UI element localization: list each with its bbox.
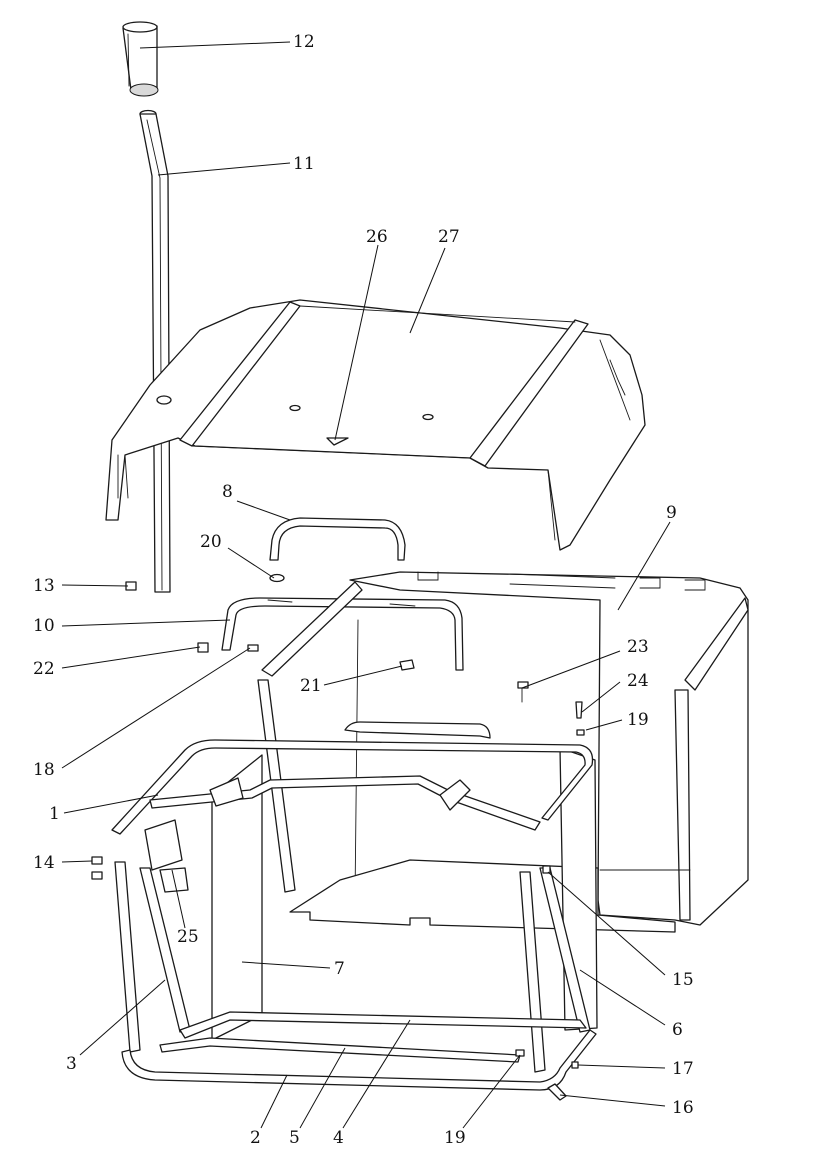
rear-strut-assembly — [257, 581, 363, 893]
callout-21: 21 — [300, 676, 322, 696]
leader-lines — [61, 41, 671, 1129]
callout-19-lower: 19 — [444, 1128, 466, 1148]
callout-18: 18 — [33, 760, 55, 780]
callout-26: 26 — [366, 227, 388, 247]
part-11-handle-tube — [139, 109, 171, 593]
callout-4: 4 — [333, 1128, 344, 1148]
callout-12: 12 — [293, 32, 315, 52]
callout-3: 3 — [66, 1054, 77, 1074]
part-8-lift-handle — [269, 517, 406, 561]
callout-5: 5 — [289, 1128, 300, 1148]
part-2-lower-frame — [121, 1011, 597, 1091]
part-21-nut — [399, 659, 415, 671]
callout-7: 7 — [334, 959, 345, 979]
callout-1: 1 — [49, 804, 60, 824]
callout-11: 11 — [293, 154, 315, 174]
callout-23: 23 — [627, 637, 649, 657]
part-20-washer — [269, 573, 285, 583]
callout-19-upper: 19 — [627, 710, 649, 730]
callout-17: 17 — [672, 1059, 694, 1079]
callout-27: 27 — [438, 227, 460, 247]
part-1-upper-frame — [111, 739, 594, 835]
callout-16: 16 — [672, 1098, 694, 1118]
callout-8: 8 — [222, 482, 233, 502]
callout-13: 13 — [33, 576, 55, 596]
callout-15: 15 — [672, 970, 694, 990]
callout-25: 25 — [177, 927, 199, 947]
callout-labels: 12 11 26 27 8 9 20 13 10 22 23 21 24 19 … — [33, 32, 694, 1148]
callout-10: 10 — [33, 616, 55, 636]
callout-6: 6 — [672, 1020, 683, 1040]
part-10-rear-frame — [221, 597, 464, 671]
part-27-top-cover — [105, 299, 646, 551]
fasteners-lower — [91, 856, 579, 1101]
callout-9: 9 — [666, 503, 677, 523]
callout-22: 22 — [33, 659, 55, 679]
part-25-bracket — [144, 819, 189, 893]
callout-20: 20 — [200, 532, 222, 552]
callout-2: 2 — [250, 1128, 261, 1148]
callout-14: 14 — [33, 853, 55, 873]
part-12-handle-grip — [122, 21, 159, 97]
callout-24: 24 — [627, 671, 649, 691]
